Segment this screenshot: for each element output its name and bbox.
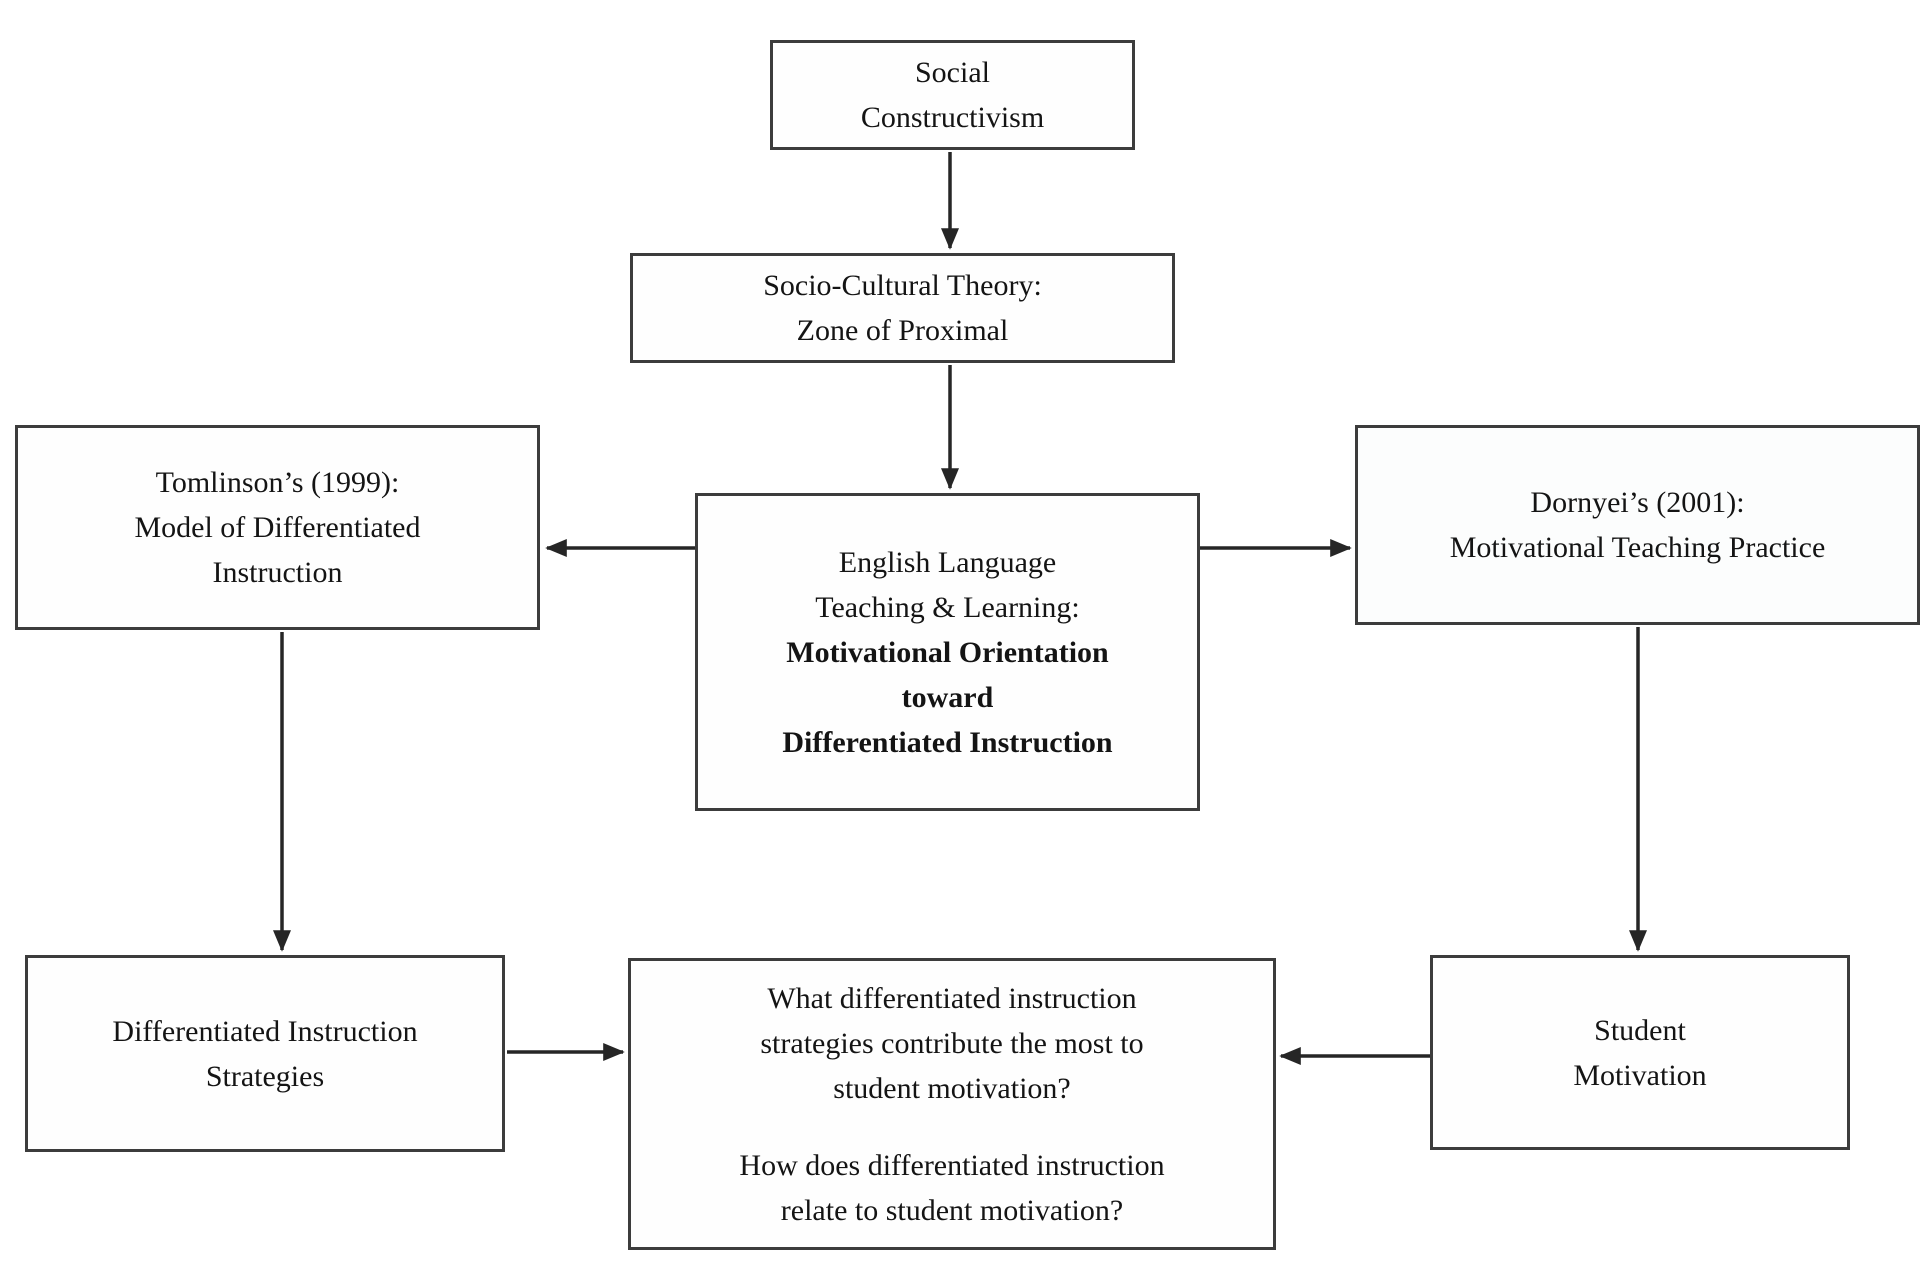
node-elt-motivational-orientation: English Language Teaching & Learning: Mo… xyxy=(695,493,1200,811)
node-student-motivation: Student Motivation xyxy=(1430,955,1850,1150)
node-di-strategies-label: Differentiated Instruction Strategies xyxy=(112,1014,418,1093)
node-student-motivation-label: Student Motivation xyxy=(1573,1013,1707,1092)
research-question-1: What differentiated instruction strategi… xyxy=(760,981,1144,1105)
node-tomlinson-model-label: Tomlinson’s (1999): Model of Differentia… xyxy=(134,466,421,589)
node-social-constructivism: Social Constructivism xyxy=(770,40,1135,150)
node-socio-cultural-theory: Socio-Cultural Theory: Zone of Proximal xyxy=(630,253,1175,363)
node-di-strategies: Differentiated Instruction Strategies xyxy=(25,955,505,1152)
node-research-questions: What differentiated instruction strategi… xyxy=(628,958,1276,1250)
node-elt-label-bold: Motivational Orientation toward Differen… xyxy=(782,635,1113,759)
node-dornyei-practice: Dornyei’s (2001): Motivational Teaching … xyxy=(1355,425,1920,625)
node-social-constructivism-label: Social Constructivism xyxy=(860,56,1045,134)
node-tomlinson-model: Tomlinson’s (1999): Model of Differentia… xyxy=(15,425,540,630)
node-dornyei-practice-label: Dornyei’s (2001): Motivational Teaching … xyxy=(1449,486,1826,564)
research-question-2: How does differentiated instruction rela… xyxy=(739,1148,1165,1227)
node-elt-label-regular: English Language Teaching & Learning: xyxy=(815,545,1080,624)
node-socio-cultural-theory-label: Socio-Cultural Theory: Zone of Proximal xyxy=(763,269,1042,347)
